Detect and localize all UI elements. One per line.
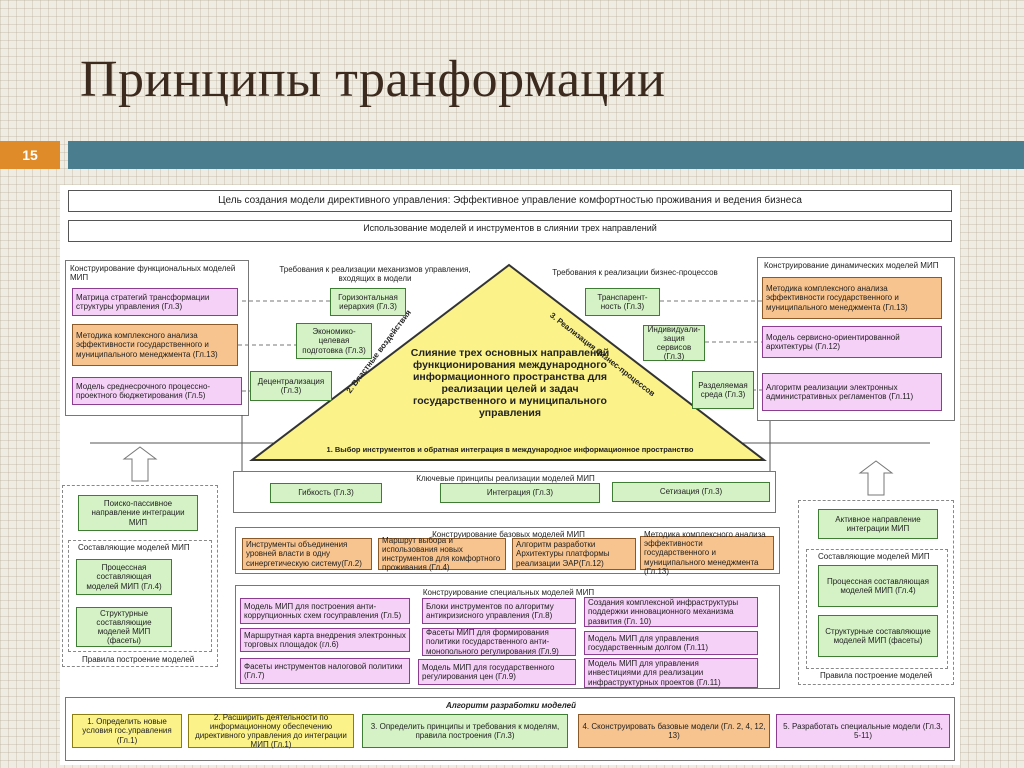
special-model-7: Фасеты инструментов налоговой политики (…: [240, 658, 410, 684]
shared-environment: Разделяемая среда (Гл.3): [692, 371, 754, 409]
right-components-title: Составляющие моделей МИП: [818, 552, 930, 561]
algorithm-step-3: 3. Определить принципы и требования к мо…: [362, 714, 568, 748]
left-structural-component: Структурные составляющие моделей МИП (фа…: [76, 607, 172, 647]
right-integration-panel: [798, 500, 954, 685]
special-models-title: Конструирование специальных моделей МИП: [422, 588, 595, 597]
right-model-2: Модель сервисно-ориентированной архитект…: [762, 326, 942, 358]
economic-target-prep: Экономико-целевая подготовка (Гл.3): [296, 323, 372, 359]
principle-networking: Сетизация (Гл.3): [612, 482, 770, 502]
transformation-diagram: Цель создания модели директивного управл…: [60, 185, 960, 765]
right-model-3: Алгоритм реализации электронных админист…: [762, 373, 942, 411]
requirements-right-label: Требования к реализации бизнес-процессов: [552, 268, 718, 277]
up-arrow-right: [858, 460, 894, 496]
left-model-1: Матрица стратегий трансформации структур…: [72, 288, 238, 316]
special-model-9: Модель МИП для управления инвестициями д…: [584, 658, 758, 688]
right-structural-component: Структурные составляющие моделей МИП (фа…: [818, 615, 938, 657]
special-model-1: Модель МИП для построения анти-коррупцио…: [240, 598, 410, 624]
left-model-3: Модель среднесрочного процессно-проектно…: [72, 377, 242, 405]
base-models-title: Конструирование базовых моделей МИП: [432, 530, 585, 539]
base-model-1: Инструменты объединения уровней власти в…: [242, 538, 372, 570]
transparency: Транспарент-ность (Гл.3): [585, 288, 660, 316]
base-model-4: Методика комплексного анализа эффективно…: [640, 530, 774, 576]
goal-box: Цель создания модели директивного управл…: [68, 190, 952, 212]
header-bar: [68, 141, 1024, 169]
slide-number-badge: 15: [0, 141, 60, 169]
base-model-2: Маршрут выбора и использования новых инс…: [378, 536, 506, 572]
key-principles-title: Ключевые принципы реализации моделей МИП: [416, 474, 595, 483]
algorithm-title: Алгоритм разработки моделей: [445, 701, 576, 710]
left-rules-label: Правила построение моделей: [82, 655, 195, 664]
left-components-title: Составляющие моделей МИП: [78, 543, 190, 552]
up-arrow-left: [122, 446, 158, 482]
algorithm-step-4: 4. Сконструировать базовые модели (Гл. 2…: [578, 714, 770, 748]
special-model-6: Модель МИП для управления государственны…: [584, 631, 758, 655]
left-process-component: Процессная составляющая моделей МИП (Гл.…: [76, 559, 172, 595]
right-rules-label: Правила построение моделей: [820, 671, 933, 680]
requirements-left-label: Требования к реализации механизмов управ…: [279, 265, 471, 284]
special-model-8: Модель МИП для государственного регулиро…: [418, 659, 576, 685]
special-model-4: Маршрутная карта внедрения электронных т…: [240, 628, 410, 652]
fusion-triangle: [249, 263, 767, 461]
dynamic-models-title: Конструирование динамических моделей МИП: [764, 261, 939, 270]
connector-lines: [90, 263, 930, 496]
service-individualization: Индивидуали-зация сервисов (Гл.3): [643, 325, 705, 361]
special-model-3: Создания комплексной инфраструктуры подд…: [584, 597, 758, 627]
right-components-panel: [806, 549, 948, 669]
algorithm-step-1: 1. Определить новые условия гос.управлен…: [72, 714, 182, 748]
principle-flexibility: Гибкость (Гл.3): [270, 483, 382, 503]
principle-integration: Интеграция (Гл.3): [440, 483, 600, 503]
left-components-panel: [68, 540, 212, 652]
special-model-2: Блоки инструментов по алгоритму антикриз…: [422, 598, 576, 624]
triangle-center-text: Слияние трех основных направлений функци…: [410, 347, 610, 420]
special-model-5: Фасеты МИП для формирования политики гос…: [422, 628, 576, 656]
triangle-base-text: 1. Выбор инструментов и обратная интегра…: [326, 445, 694, 454]
left-model-2: Методика комплексного анализа эффективно…: [72, 324, 238, 366]
right-model-1: Методика комплексного анализа эффективно…: [762, 277, 942, 319]
horizontal-hierarchy: Горизонтальная иерархия (Гл.3): [330, 288, 406, 316]
decentralization: Децентрализация (Гл.3): [250, 371, 332, 401]
right-process-component: Процессная составляющая моделей МИП (Гл.…: [818, 565, 938, 607]
algorithm-step-2: 2. Расширить деятельности по информацион…: [188, 713, 354, 749]
page-title: Принципы транформации: [80, 51, 666, 108]
active-integration: Активное направление интеграции МИП: [818, 509, 938, 539]
models-usage-box: Использование моделей и инструментов в с…: [68, 220, 952, 242]
left-integration-panel: [62, 485, 218, 667]
base-model-3: Алгоритм разработки Архитектуры платформ…: [512, 538, 636, 570]
functional-models-title: Конструирование функциональных моделей М…: [70, 264, 236, 283]
algorithm-step-5: 5. Разработать специальные модели (Гл.3,…: [776, 714, 950, 748]
passive-integration: Поиско-пассивное направление интеграции …: [78, 495, 198, 531]
